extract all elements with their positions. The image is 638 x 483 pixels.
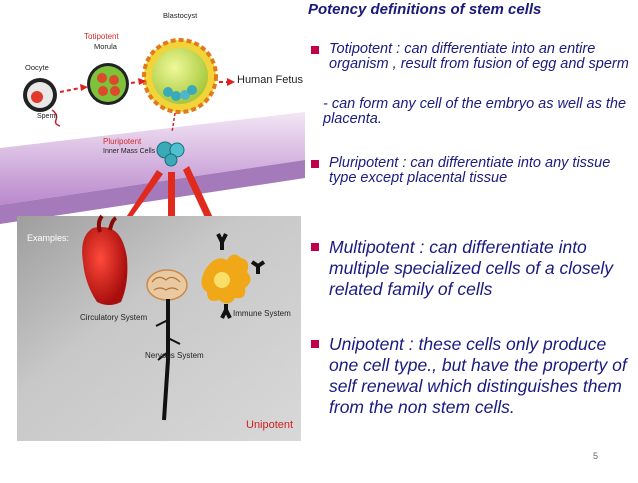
- unipotent-text: Unipotent : these cells only produce one…: [329, 334, 627, 417]
- totipotent-item: Totipotent : can differentiate into an e…: [311, 42, 633, 72]
- immune-illustration: [201, 233, 266, 319]
- totipotent-text: Totipotent : can differentiate into an e…: [329, 41, 629, 72]
- heart-illustration: [82, 214, 128, 305]
- nervous-label: Nervous System: [145, 351, 204, 360]
- bullet-icon: [311, 160, 319, 168]
- inner-mass-cells: [156, 112, 185, 167]
- pluripotent-label: Pluripotent: [103, 137, 142, 146]
- brain-illustration: [146, 269, 188, 421]
- pluripotent-text: Pluripotent : can differentiate into any…: [329, 155, 611, 186]
- inner-mass-label: Inner Mass Cells: [103, 148, 156, 155]
- definitions-panel: Potency definitions of stem cells Totipo…: [305, 0, 638, 478]
- page-number: 5: [593, 451, 599, 461]
- morula-label: Morula: [94, 42, 117, 51]
- slide-title: Potency definitions of stem cells: [308, 1, 542, 18]
- bullet-icon: [311, 46, 319, 54]
- blastocyst-label: Blastocyst: [163, 11, 198, 20]
- immune-label: Immune System: [233, 309, 291, 318]
- embryo-stage: [0, 112, 305, 205]
- sperm-label: Sperm: [37, 113, 58, 120]
- bullet-icon: [311, 243, 319, 251]
- morula-cell: [87, 63, 129, 105]
- human-fetus-label: Human Fetus: [237, 74, 304, 86]
- unipotent-item: Unipotent : these cells only produce one…: [311, 334, 635, 418]
- stem-cell-diagram: Blastocyst Totipotent Morula Oocyte Sper…: [0, 0, 305, 478]
- diagram-artwork: [0, 38, 305, 441]
- unipotent-label: Unipotent: [246, 419, 294, 431]
- multipotent-text: Multipotent : can differentiate into mul…: [329, 237, 614, 299]
- blastocyst-cell: [142, 38, 218, 114]
- examples-label: Examples:: [27, 233, 70, 243]
- bullet-icon: [311, 340, 319, 348]
- oocyte-cell: [23, 78, 57, 112]
- totipotent-label: Totipotent: [84, 32, 119, 41]
- totipotent-subtext: - can form any cell of the embryo as wel…: [323, 96, 627, 127]
- examples-panel: [17, 216, 301, 441]
- circulatory-label: Circulatory System: [80, 313, 148, 322]
- pluripotent-item: Pluripotent : can differentiate into any…: [311, 156, 633, 186]
- oocyte-label: Oocyte: [25, 63, 49, 72]
- multipotent-item: Multipotent : can differentiate into mul…: [311, 237, 635, 300]
